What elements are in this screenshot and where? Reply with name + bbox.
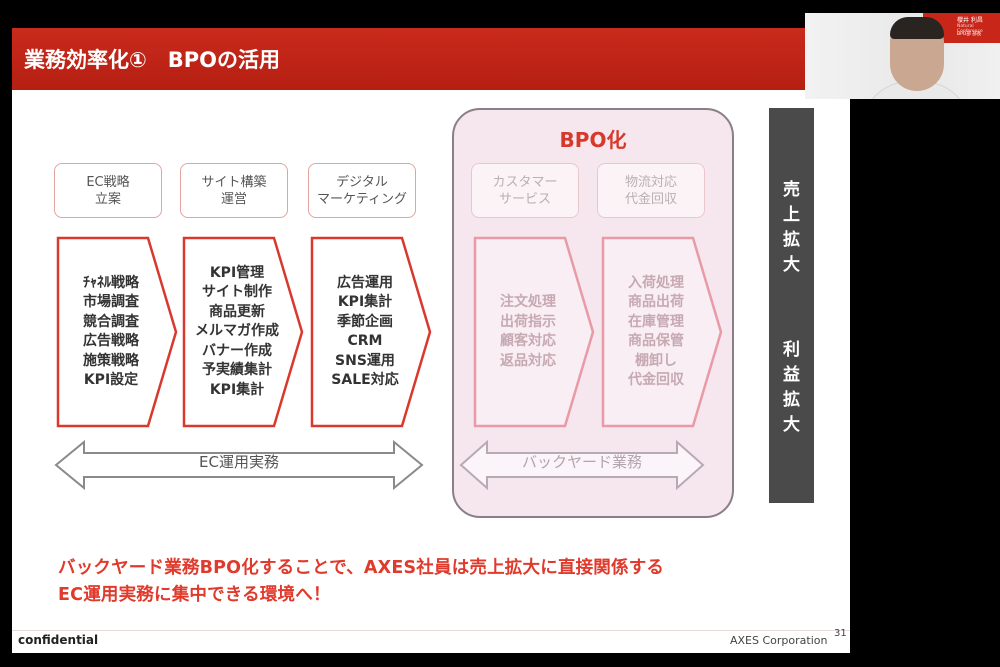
slide-title-bar: 業務効率化① BPOの活用 [12, 28, 850, 90]
backyard-arrow: バックヤード業務 [459, 439, 705, 491]
slide-title: 業務効率化① BPOの活用 [24, 48, 281, 72]
chevron-items: KPI管理 サイト制作 商品更新 メルマガ作成 バナー作成 予実績集計 KPI集… [195, 264, 279, 398]
backyard-label: バックヤード業務 [521, 453, 642, 471]
stage-customer-service: カスタマー サービス [471, 163, 579, 218]
stage-digital-marketing: デジタル マーケティング [308, 163, 416, 218]
stage-ec-strategy: EC戦略 立案 [54, 163, 162, 218]
footer-divider [12, 630, 850, 631]
speaker-video: 櫻井 利昌 Natural Conference BPO部 部長 [805, 13, 1000, 99]
stage-site-build: サイト構築 運営 [180, 163, 288, 218]
speaker-dept: BPO部 部長 [957, 32, 982, 37]
chevron-digital-marketing: 広告運用 KPI集計 季節企画 CRM SNS運用 SALE対応 [310, 236, 432, 428]
chevron-items: 注文処理 出荷指示 顧客対応 返品対応 [500, 294, 556, 369]
presentation-slide: 業務効率化① BPOの活用 BPO化 EC戦略 立案 サイト構築 運営 デジタル… [12, 28, 850, 653]
chevron-site-build: KPI管理 サイト制作 商品更新 メルマガ作成 バナー作成 予実績集計 KPI集… [182, 236, 304, 428]
chevron-ec-strategy: ﾁｬﾈﾙ戦略 市場調査 競合調査 広告戦略 施策戦略 KPI設定 [56, 236, 178, 428]
profit-expansion-text: 利 益 拡 大 [783, 340, 800, 435]
confidential-label: confidential [18, 633, 99, 647]
key-message: バックヤード業務BPO化することで、AXES社員は売上拡大に直接関係する EC運… [58, 558, 665, 605]
ec-operations-label: EC運用実務 [199, 453, 279, 471]
speaker-name: 櫻井 利昌 [957, 17, 983, 24]
chevron-items: 入荷処理 商品出荷 在庫管理 商品保管 棚卸し 代金回収 [628, 274, 684, 389]
chevron-items: ﾁｬﾈﾙ戦略 市場調査 競合調査 広告戦略 施策戦略 KPI設定 [83, 274, 139, 389]
sales-expansion-text: 売 上 拡 大 [783, 180, 800, 275]
chevron-customer-service: 注文処理 出荷指示 顧客対応 返品対応 [473, 236, 595, 428]
sales-profit-bar: 売 上 拡 大 利 益 拡 大 [769, 108, 814, 503]
page-number: 31 [834, 628, 847, 639]
bpo-title: BPO化 [559, 128, 627, 152]
corporation-label: AXES Corporation [730, 634, 828, 647]
speaker-hair [890, 17, 944, 39]
stage-logistics: 物流対応 代金回収 [597, 163, 705, 218]
speaker-event: Natural Conference [957, 24, 983, 34]
chevron-items: 広告運用 KPI集計 季節企画 CRM SNS運用 SALE対応 [331, 274, 399, 389]
ec-operations-arrow: EC運用実務 [54, 439, 424, 491]
chevron-logistics: 入荷処理 商品出荷 在庫管理 商品保管 棚卸し 代金回収 [601, 236, 723, 428]
